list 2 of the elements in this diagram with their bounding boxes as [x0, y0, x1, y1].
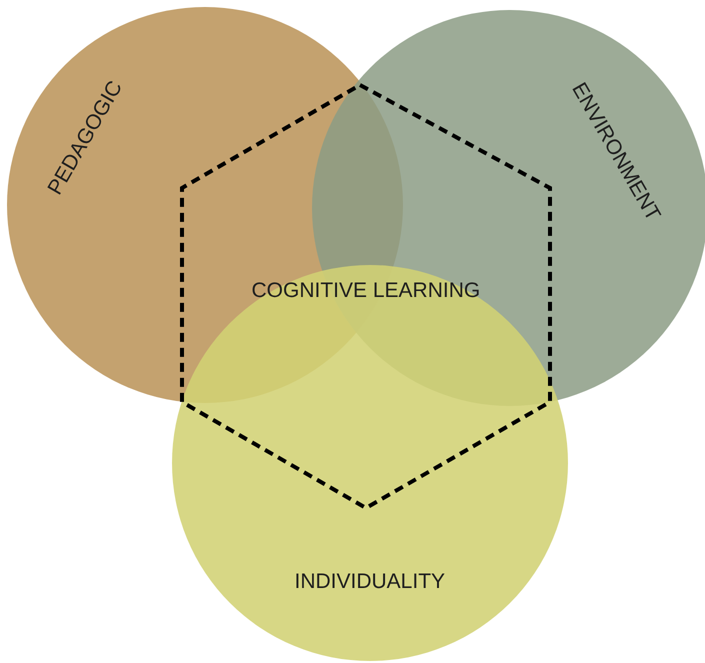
set-label: COGNITIVE LEARNING	[252, 279, 480, 303]
set-label: INDIVIDUALITY	[294, 570, 446, 594]
